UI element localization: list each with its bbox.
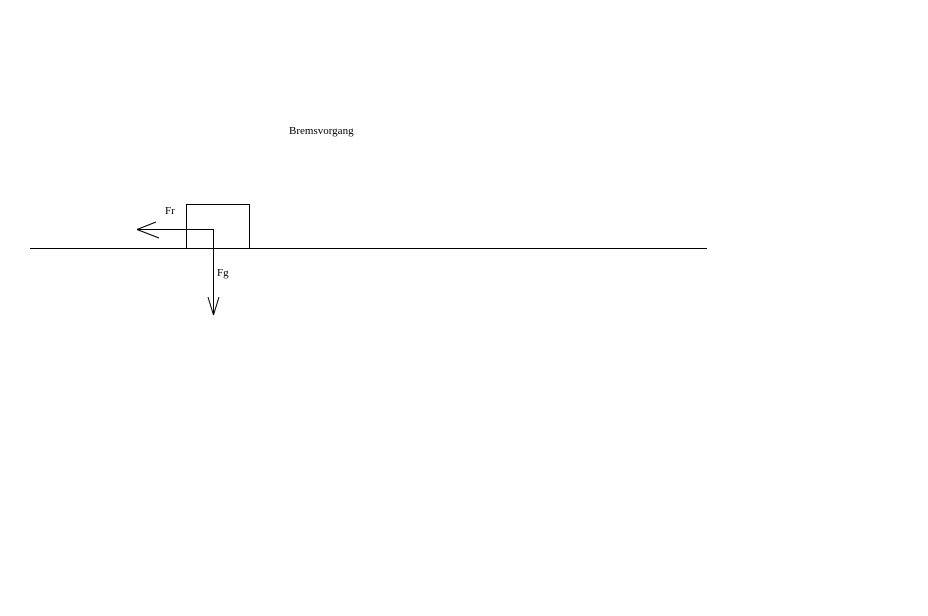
friction-force-arrow: [136, 221, 213, 239]
gravity-force-label: Fg: [217, 267, 229, 279]
gravity-force-arrow: [207, 229, 220, 316]
friction-arrow-head-top: [136, 221, 157, 230]
braking-block: [186, 204, 250, 249]
gravity-arrow-head-left: [207, 296, 214, 316]
friction-force-label: Fr: [165, 205, 175, 217]
gravity-arrow-head-right: [213, 296, 220, 316]
diagram-title: Bremsvorgang: [289, 125, 354, 137]
friction-arrow-head-bottom: [136, 229, 160, 239]
